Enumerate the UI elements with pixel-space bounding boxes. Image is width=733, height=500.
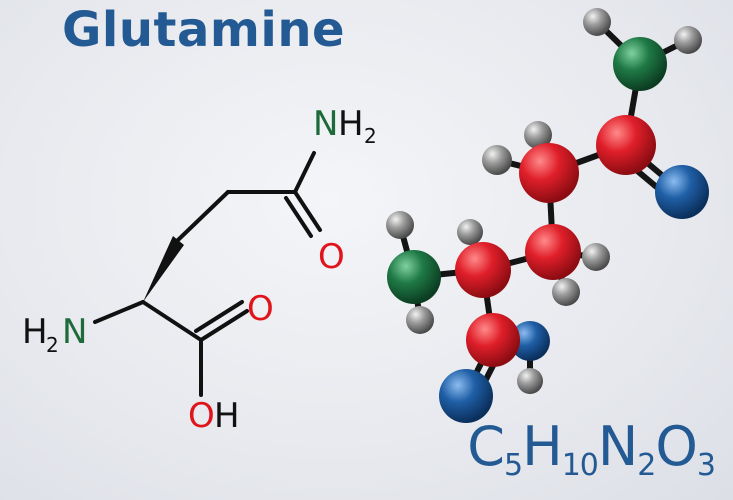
carbon-atom bbox=[455, 242, 511, 298]
formula-count: 3 bbox=[696, 448, 716, 483]
formula-count: 10 bbox=[561, 448, 599, 483]
amino-hydrogen-count: 2 bbox=[46, 333, 59, 357]
hydrogen-atom bbox=[482, 145, 512, 175]
oxygen-atom bbox=[655, 165, 709, 219]
nitrogen-atom bbox=[613, 37, 667, 91]
wedge-bond bbox=[143, 236, 184, 302]
formula-element: C bbox=[467, 415, 505, 478]
acid-oxygen-label: O bbox=[247, 289, 274, 329]
hydrogen-atom bbox=[406, 306, 434, 334]
hydrogen-atom bbox=[583, 8, 611, 36]
bond bbox=[293, 151, 316, 194]
carbon-atom bbox=[525, 224, 581, 280]
carbon-atom bbox=[519, 143, 579, 203]
carbon-atom bbox=[466, 313, 520, 367]
hydroxyl-hydrogen-label: H bbox=[214, 396, 240, 436]
amino-nitrogen-label: N bbox=[62, 312, 87, 352]
hydrogen-atom bbox=[674, 26, 702, 54]
amide-oxygen-label: O bbox=[318, 237, 345, 277]
amide-hydrogen-count: 2 bbox=[364, 124, 377, 148]
bond bbox=[199, 309, 249, 342]
hydrogen-atom bbox=[524, 121, 552, 149]
hydrogen-atom bbox=[386, 211, 414, 239]
bond bbox=[141, 300, 203, 342]
hydrogen-atom bbox=[457, 219, 483, 245]
bond bbox=[176, 190, 230, 242]
hydroxyl-oxygen-label: O bbox=[188, 396, 215, 436]
oxygen-atom bbox=[510, 321, 550, 361]
amide-hydrogen-label: H bbox=[338, 104, 364, 144]
oxygen-atom bbox=[439, 369, 493, 423]
amide-nitrogen-label: N bbox=[313, 104, 338, 144]
bond bbox=[293, 190, 322, 232]
molecular-formula: C5H10N2O3 bbox=[467, 420, 716, 483]
nitrogen-atom bbox=[387, 250, 441, 304]
molecule-title: Glutamine bbox=[62, 2, 346, 58]
carbon-atom bbox=[596, 115, 656, 175]
bond bbox=[93, 300, 145, 324]
bond bbox=[194, 300, 244, 333]
formula-count: 2 bbox=[637, 448, 656, 483]
amino-hydrogen-label: H bbox=[22, 312, 48, 352]
formula-count: 5 bbox=[504, 448, 523, 483]
hydrogen-atom bbox=[517, 368, 543, 394]
bond bbox=[284, 196, 313, 238]
hydrogen-atom bbox=[552, 278, 580, 306]
formula-element: O bbox=[655, 415, 698, 478]
hydrogen-atom bbox=[582, 243, 610, 271]
formula-element: H bbox=[522, 415, 563, 478]
formula-element: N bbox=[597, 415, 638, 478]
